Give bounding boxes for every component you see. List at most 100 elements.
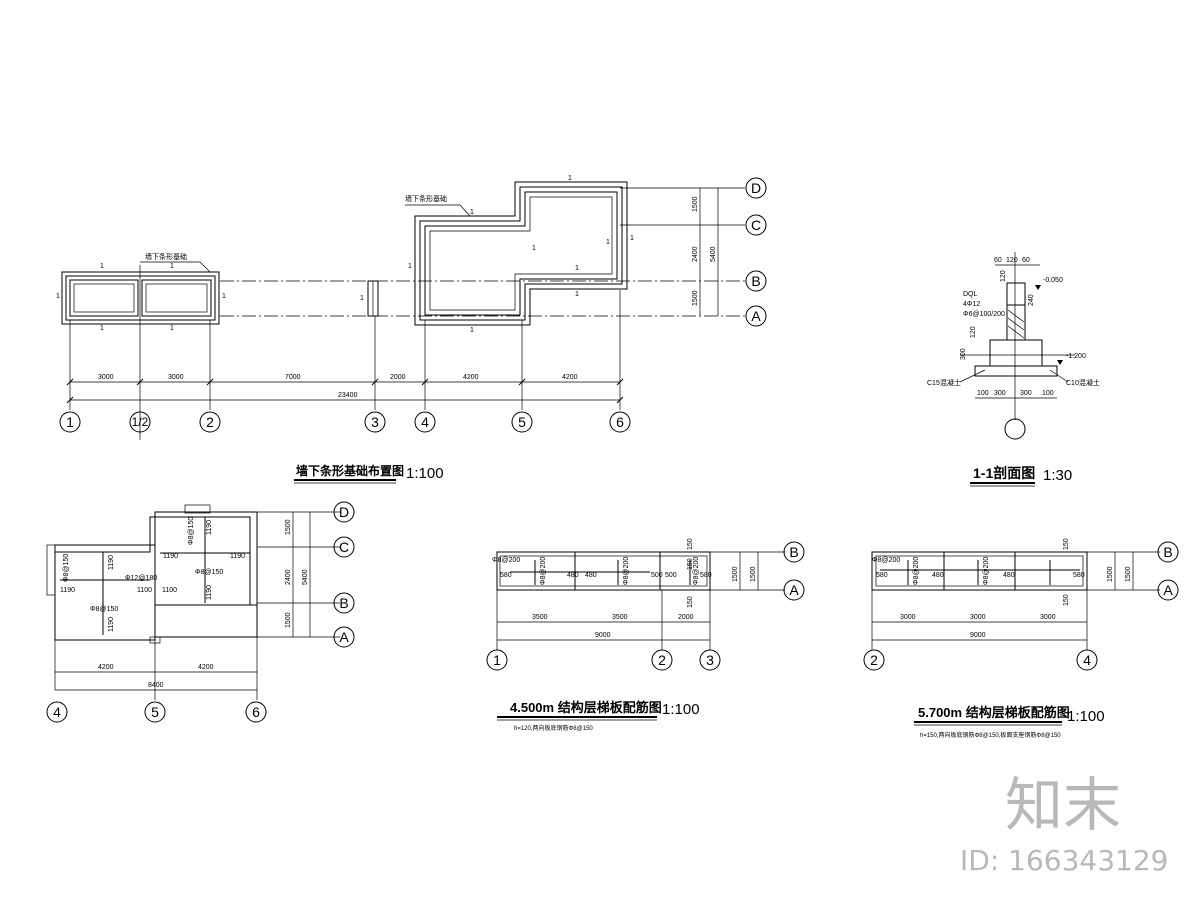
slab45-bubble-b [783, 541, 805, 563]
plan-axis-label-d: D [339, 504, 349, 520]
right-dim-1: 1500 [692, 196, 699, 212]
axis-label-2: 2 [206, 414, 214, 430]
slab45-label: 500 [665, 572, 677, 579]
section-mark: 1 [630, 235, 634, 242]
plan-dim-1: 4200 [98, 664, 114, 671]
slab57-dim: 3000 [970, 614, 986, 621]
plan-bubble-a [333, 626, 355, 648]
plan-dim-2: 4200 [198, 664, 214, 671]
plan-rebar: Φ8@150 [63, 554, 70, 582]
section-mark: 1 [575, 265, 579, 272]
plan-axis-label-b: B [339, 595, 348, 611]
slab45-dim: 2000 [678, 614, 694, 621]
footing-inner-2 [141, 279, 212, 317]
section-mark: 1 [408, 263, 412, 270]
plan-axis-label-5: 5 [151, 704, 159, 720]
plan-label: 1190 [206, 520, 213, 535]
slab45-right-small: 150 [687, 558, 694, 570]
slab45-axis-label-3: 3 [706, 652, 714, 668]
slab57-right-small: 150 [1063, 594, 1070, 606]
right-dim-2: 2400 [692, 246, 699, 262]
slab57-bubble-a [1157, 579, 1179, 601]
section-dim-b4: 100 [1042, 390, 1054, 397]
slab-4500: Φ8@200 Φ8@200 Φ8@200 Φ8@200 580 480 480 … [486, 538, 805, 732]
slab45-right-small: 150 [687, 596, 694, 608]
slab57-dim: 3000 [1040, 614, 1056, 621]
plan-axis-label-a: A [339, 629, 349, 645]
dim-total: 23400 [338, 392, 358, 399]
plan-small: 1190 1190 1190 1190 1190 1190 1100 1100 … [46, 501, 355, 723]
axis-bubble-1-2 [129, 411, 151, 433]
slab57-rebar-label: Φ8@200 [913, 557, 920, 585]
slab45-axis-label-1: 1 [493, 652, 501, 668]
elev-marker-bottom [1057, 360, 1063, 365]
plan-label: 1190 [230, 553, 245, 560]
dim-4: 2000 [390, 374, 406, 381]
plan-label: 1190 [163, 553, 178, 560]
plan-rebar: Φ12@180 [125, 575, 157, 582]
slab45-bubble-2 [651, 649, 673, 671]
section-dim-b2: 300 [994, 390, 1006, 397]
slab57-bubble-2 [863, 649, 885, 671]
footing-inner-1 [69, 279, 139, 317]
plan-dim-total: 8400 [148, 682, 164, 689]
footing-mid-right [419, 186, 623, 321]
section-mark: 1 [100, 263, 104, 270]
plan-bubble-6 [245, 701, 267, 723]
elev-marker-top [1035, 285, 1041, 290]
footing-inner-right-b [429, 196, 613, 311]
right-dim-total: 5400 [710, 246, 717, 262]
section-beam [1006, 282, 1026, 306]
section-mark: 1 [170, 325, 174, 332]
footing-outer-right [414, 181, 628, 326]
slab45-bubble-a [783, 579, 805, 601]
slab57-dim-total: 9000 [970, 632, 986, 639]
footing-inner-2b [145, 283, 208, 313]
section-dim-120: 120 [1006, 257, 1018, 264]
dim-3: 7000 [285, 374, 301, 381]
plan-label: 1100 [162, 587, 177, 594]
footing-mid-left [65, 275, 216, 321]
plan-label: 1190 [108, 555, 115, 570]
section-elev-top: -0.050 [1043, 277, 1063, 284]
slab57-axis-label-2: 2 [870, 652, 878, 668]
slab57-bubble-b [1157, 541, 1179, 563]
section-footing [989, 339, 1043, 367]
slab57-note: h=150,两向板底钢筋Φ8@150,板面支座钢筋Φ8@150 [920, 731, 1061, 739]
section-dim-b1: 100 [977, 390, 989, 397]
plan-bubble-5 [144, 701, 166, 723]
axis-bubble-4 [414, 411, 436, 433]
section-dim-60a: 60 [994, 257, 1002, 264]
axis-bubble-d [745, 177, 767, 199]
slab57-right-small: 150 [1063, 538, 1070, 550]
slab57-scale: 1:100 [1067, 708, 1105, 725]
slab57-label: 480 [932, 572, 944, 579]
section-mark: 1 [100, 325, 104, 332]
axis-label-3: 3 [371, 414, 379, 430]
axis-bubble-a [745, 305, 767, 327]
plan-label: 1190 [60, 587, 75, 594]
plan-bubble-d [333, 501, 355, 523]
plan-bubble-4 [46, 701, 68, 723]
leader-c10 [1049, 369, 1069, 383]
slab57-outline [871, 551, 1088, 591]
plan-bubble-b [333, 592, 355, 614]
section-dim-60b: 60 [1022, 257, 1030, 264]
plan-room-right [154, 511, 258, 606]
section-axis-bubble [1004, 418, 1026, 440]
plan-bubble-c [333, 536, 355, 558]
section-mark: 1 [606, 239, 610, 246]
axis-label-d: D [751, 180, 761, 196]
plan-label: 1190 [206, 585, 213, 600]
slab57-title: 5.700m 结构层梯板配筋图 [918, 705, 1070, 720]
axis-label-4: 4 [421, 414, 429, 430]
axis-bubble-2 [199, 411, 221, 433]
dim-2: 3000 [168, 374, 184, 381]
foundation-plan-scale: 1:100 [406, 465, 444, 482]
slab57-label: 480 [1003, 572, 1015, 579]
slab45-label: 500 [651, 572, 663, 579]
section-hatch [1007, 309, 1025, 339]
section-mark: 1 [170, 263, 174, 270]
slab-5700: Φ8@200 Φ8@200 Φ8@200 580 480 480 580 150… [863, 538, 1179, 739]
section-dim-b3: 300 [1020, 390, 1032, 397]
